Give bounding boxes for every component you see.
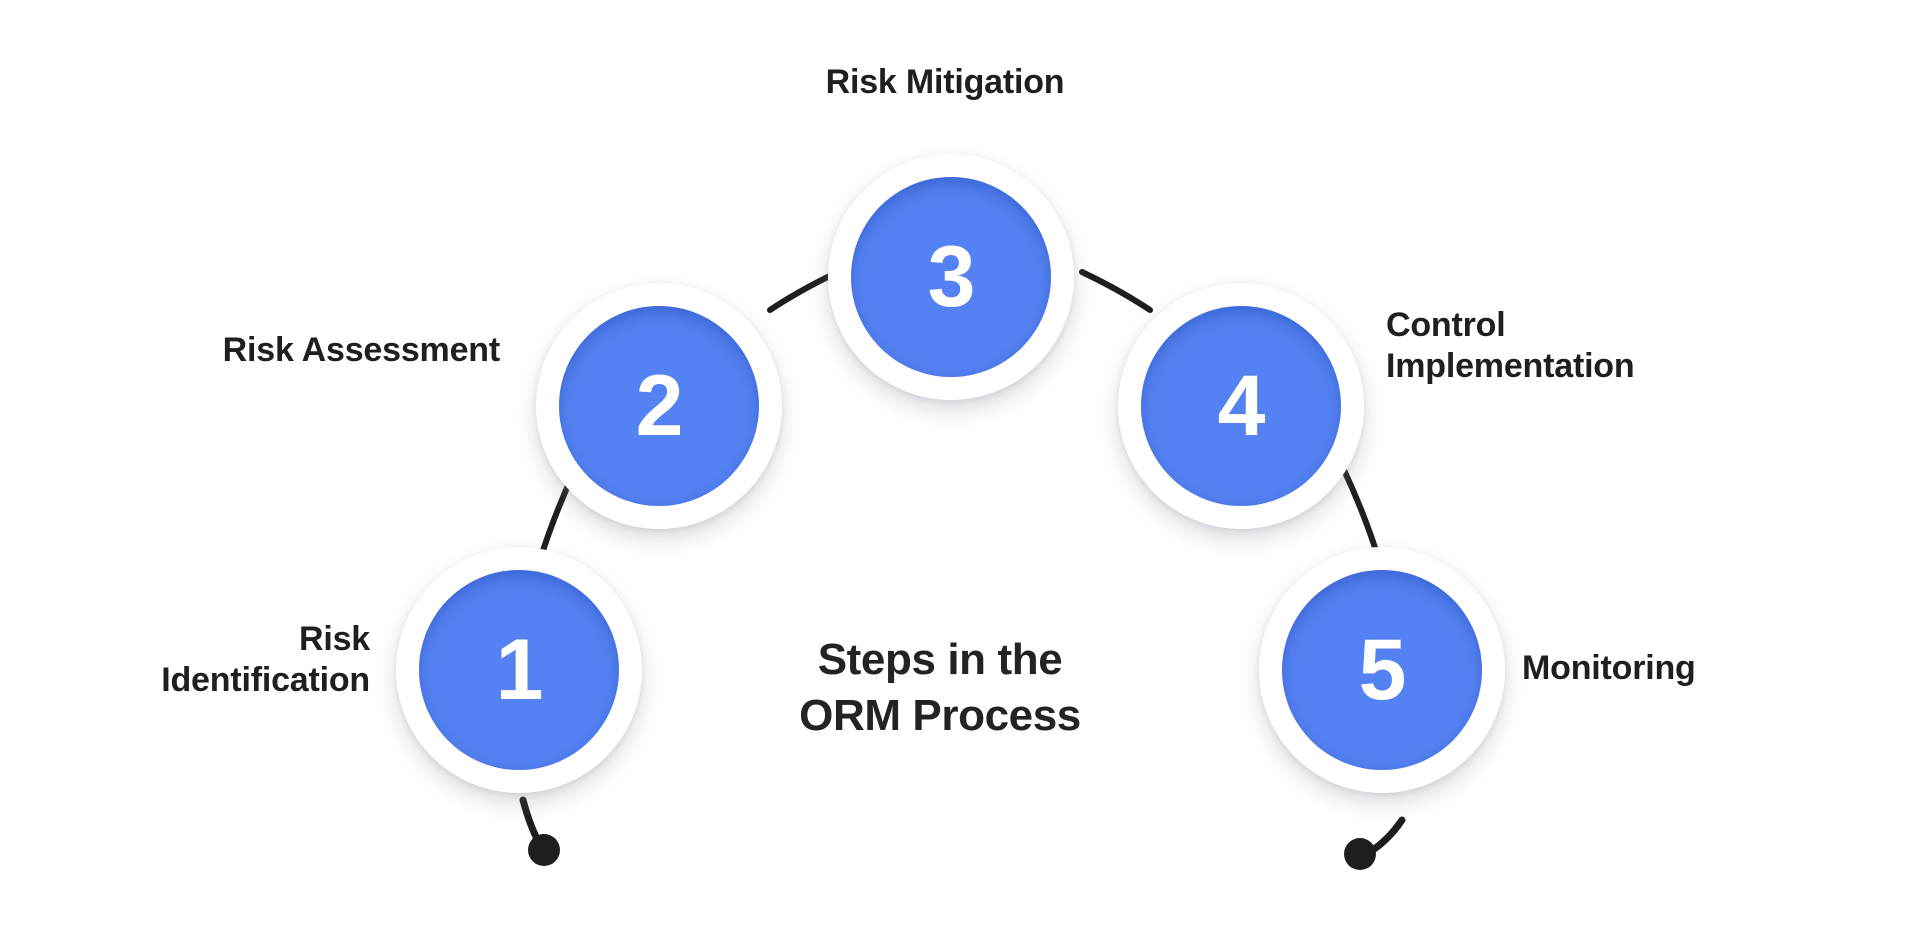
step-label-5: Monitoring [1522, 649, 1696, 687]
step-disc-5: 5 [1282, 570, 1482, 770]
exit-dot [1344, 838, 1376, 870]
entry-tail [519, 796, 546, 852]
step-disc-1: 1 [419, 570, 619, 770]
step-number-2: 2 [635, 358, 684, 454]
step-disc-2: 2 [559, 306, 759, 506]
step-node-2[interactable]: 2 [536, 283, 782, 529]
step-disc-3: 3 [851, 177, 1051, 377]
step-node-5[interactable]: 5 [1259, 547, 1505, 793]
step-number-5: 5 [1358, 622, 1407, 718]
step-label-4: Control Implementation [1386, 306, 1635, 386]
step-number-4: 4 [1217, 358, 1266, 454]
step-node-3[interactable]: 3 [828, 154, 1074, 400]
exit-tail [1369, 816, 1406, 854]
diagram-title: Steps in the ORM Process [799, 635, 1081, 741]
step-label-3: Risk Mitigation [825, 63, 1065, 101]
step-label-1: Risk Identification [161, 620, 370, 700]
connector-3-4 [1079, 269, 1153, 313]
step-label-2: Risk Assessment [222, 331, 501, 369]
step-node-1[interactable]: 1 [396, 547, 642, 793]
step-node-4[interactable]: 4 [1118, 283, 1364, 529]
step-number-1: 1 [495, 622, 544, 718]
entry-dot [528, 834, 560, 866]
step-number-3: 3 [927, 229, 976, 325]
step-disc-4: 4 [1141, 306, 1341, 506]
